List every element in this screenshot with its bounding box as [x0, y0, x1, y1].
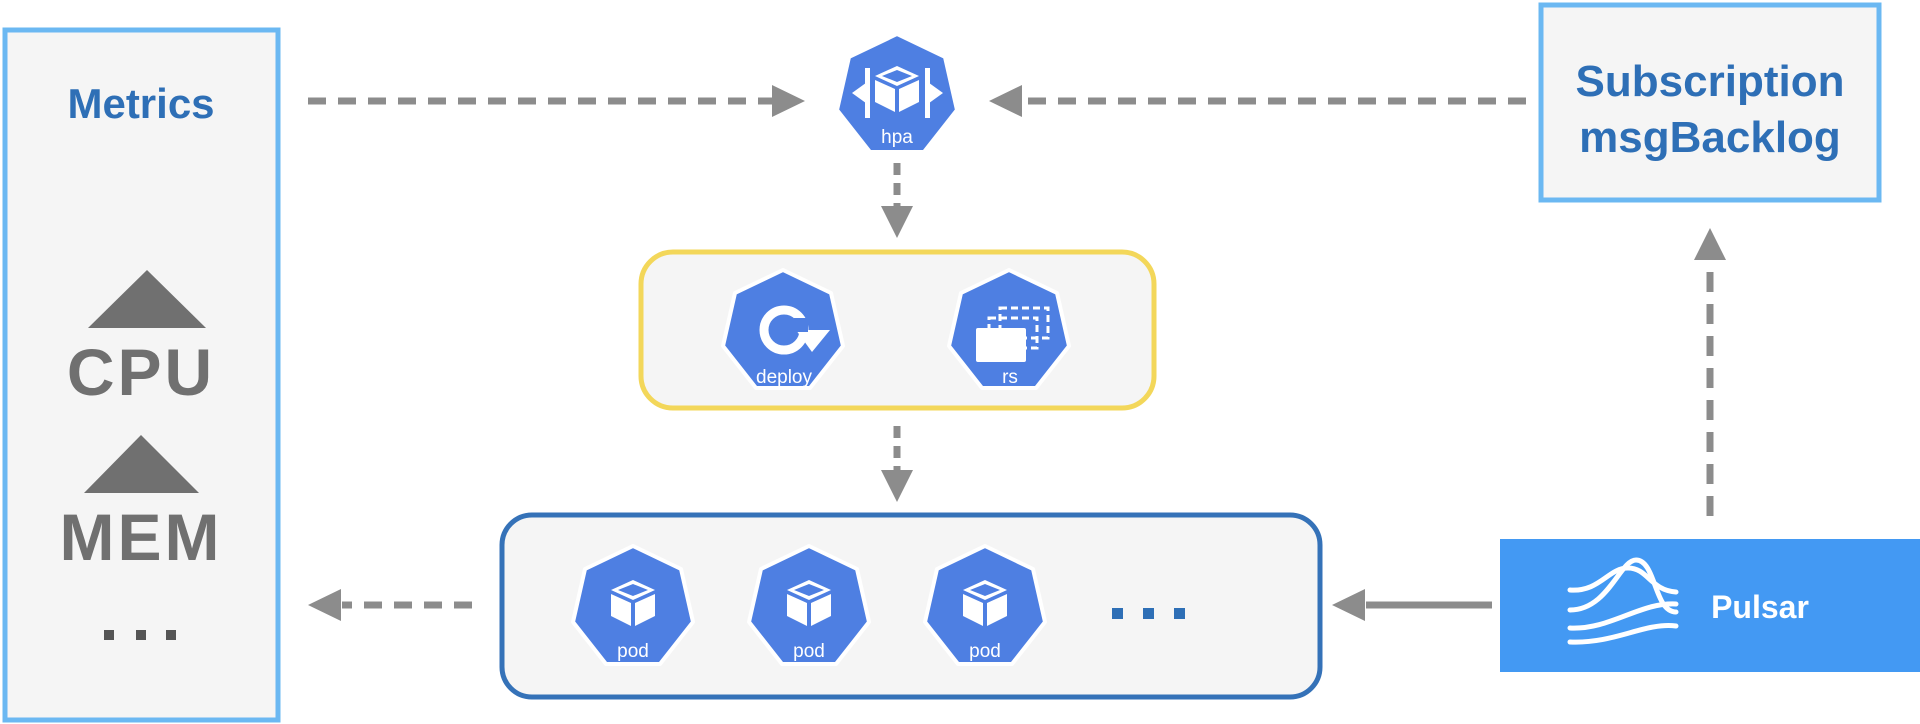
cpu-label: CPU [67, 335, 215, 409]
pod-label: pod [617, 641, 649, 662]
arrow-deploy-to-pods [881, 426, 913, 502]
metrics-title: Metrics [67, 80, 214, 127]
pulsar-box: Pulsar [1500, 539, 1920, 672]
pod-node: pod [923, 544, 1047, 666]
mem-up-arrow-icon [84, 435, 199, 493]
rs-stack-icon [976, 306, 1050, 362]
arrow-pods-to-metrics [308, 589, 472, 621]
arrow-subscription-to-hpa [989, 85, 1526, 117]
pod-label: pod [793, 641, 825, 662]
hpa-icon [852, 66, 943, 118]
deploy-group: deploy rs [638, 249, 1157, 411]
arrow-pulsar-to-pods [1332, 589, 1492, 621]
subscription-line1: Subscription [1576, 57, 1845, 106]
pod-node: pod [747, 544, 871, 666]
deploy-rotate-icon [759, 305, 830, 355]
pod-node: pod [571, 544, 695, 666]
hpa-node: hpa [835, 32, 959, 154]
pulsar-label: Pulsar [1711, 589, 1809, 625]
connectors [308, 85, 1726, 621]
subscription-box: Subscription msgBacklog [1538, 2, 1882, 203]
metrics-panel: Metrics CPU MEM [2, 27, 281, 723]
mem-label: MEM [60, 500, 223, 574]
metrics-ellipsis [104, 630, 176, 640]
pods-group: pod pod pod [499, 512, 1323, 700]
rs-node: rs [947, 268, 1071, 390]
rs-label: rs [1002, 367, 1018, 388]
hpa-label: hpa [881, 127, 913, 148]
cpu-up-arrow-icon [88, 270, 206, 328]
deploy-label: deploy [756, 367, 812, 388]
arrow-hpa-to-deploy [881, 163, 913, 238]
arrow-metrics-to-hpa [308, 85, 805, 117]
subscription-line2: msgBacklog [1579, 113, 1841, 162]
deploy-node: deploy [721, 268, 845, 390]
arrow-pulsar-to-subscription [1694, 228, 1726, 516]
pulsar-logo-icon [1567, 557, 1679, 645]
pods-ellipsis [1112, 608, 1185, 619]
pod-label: pod [969, 641, 1001, 662]
